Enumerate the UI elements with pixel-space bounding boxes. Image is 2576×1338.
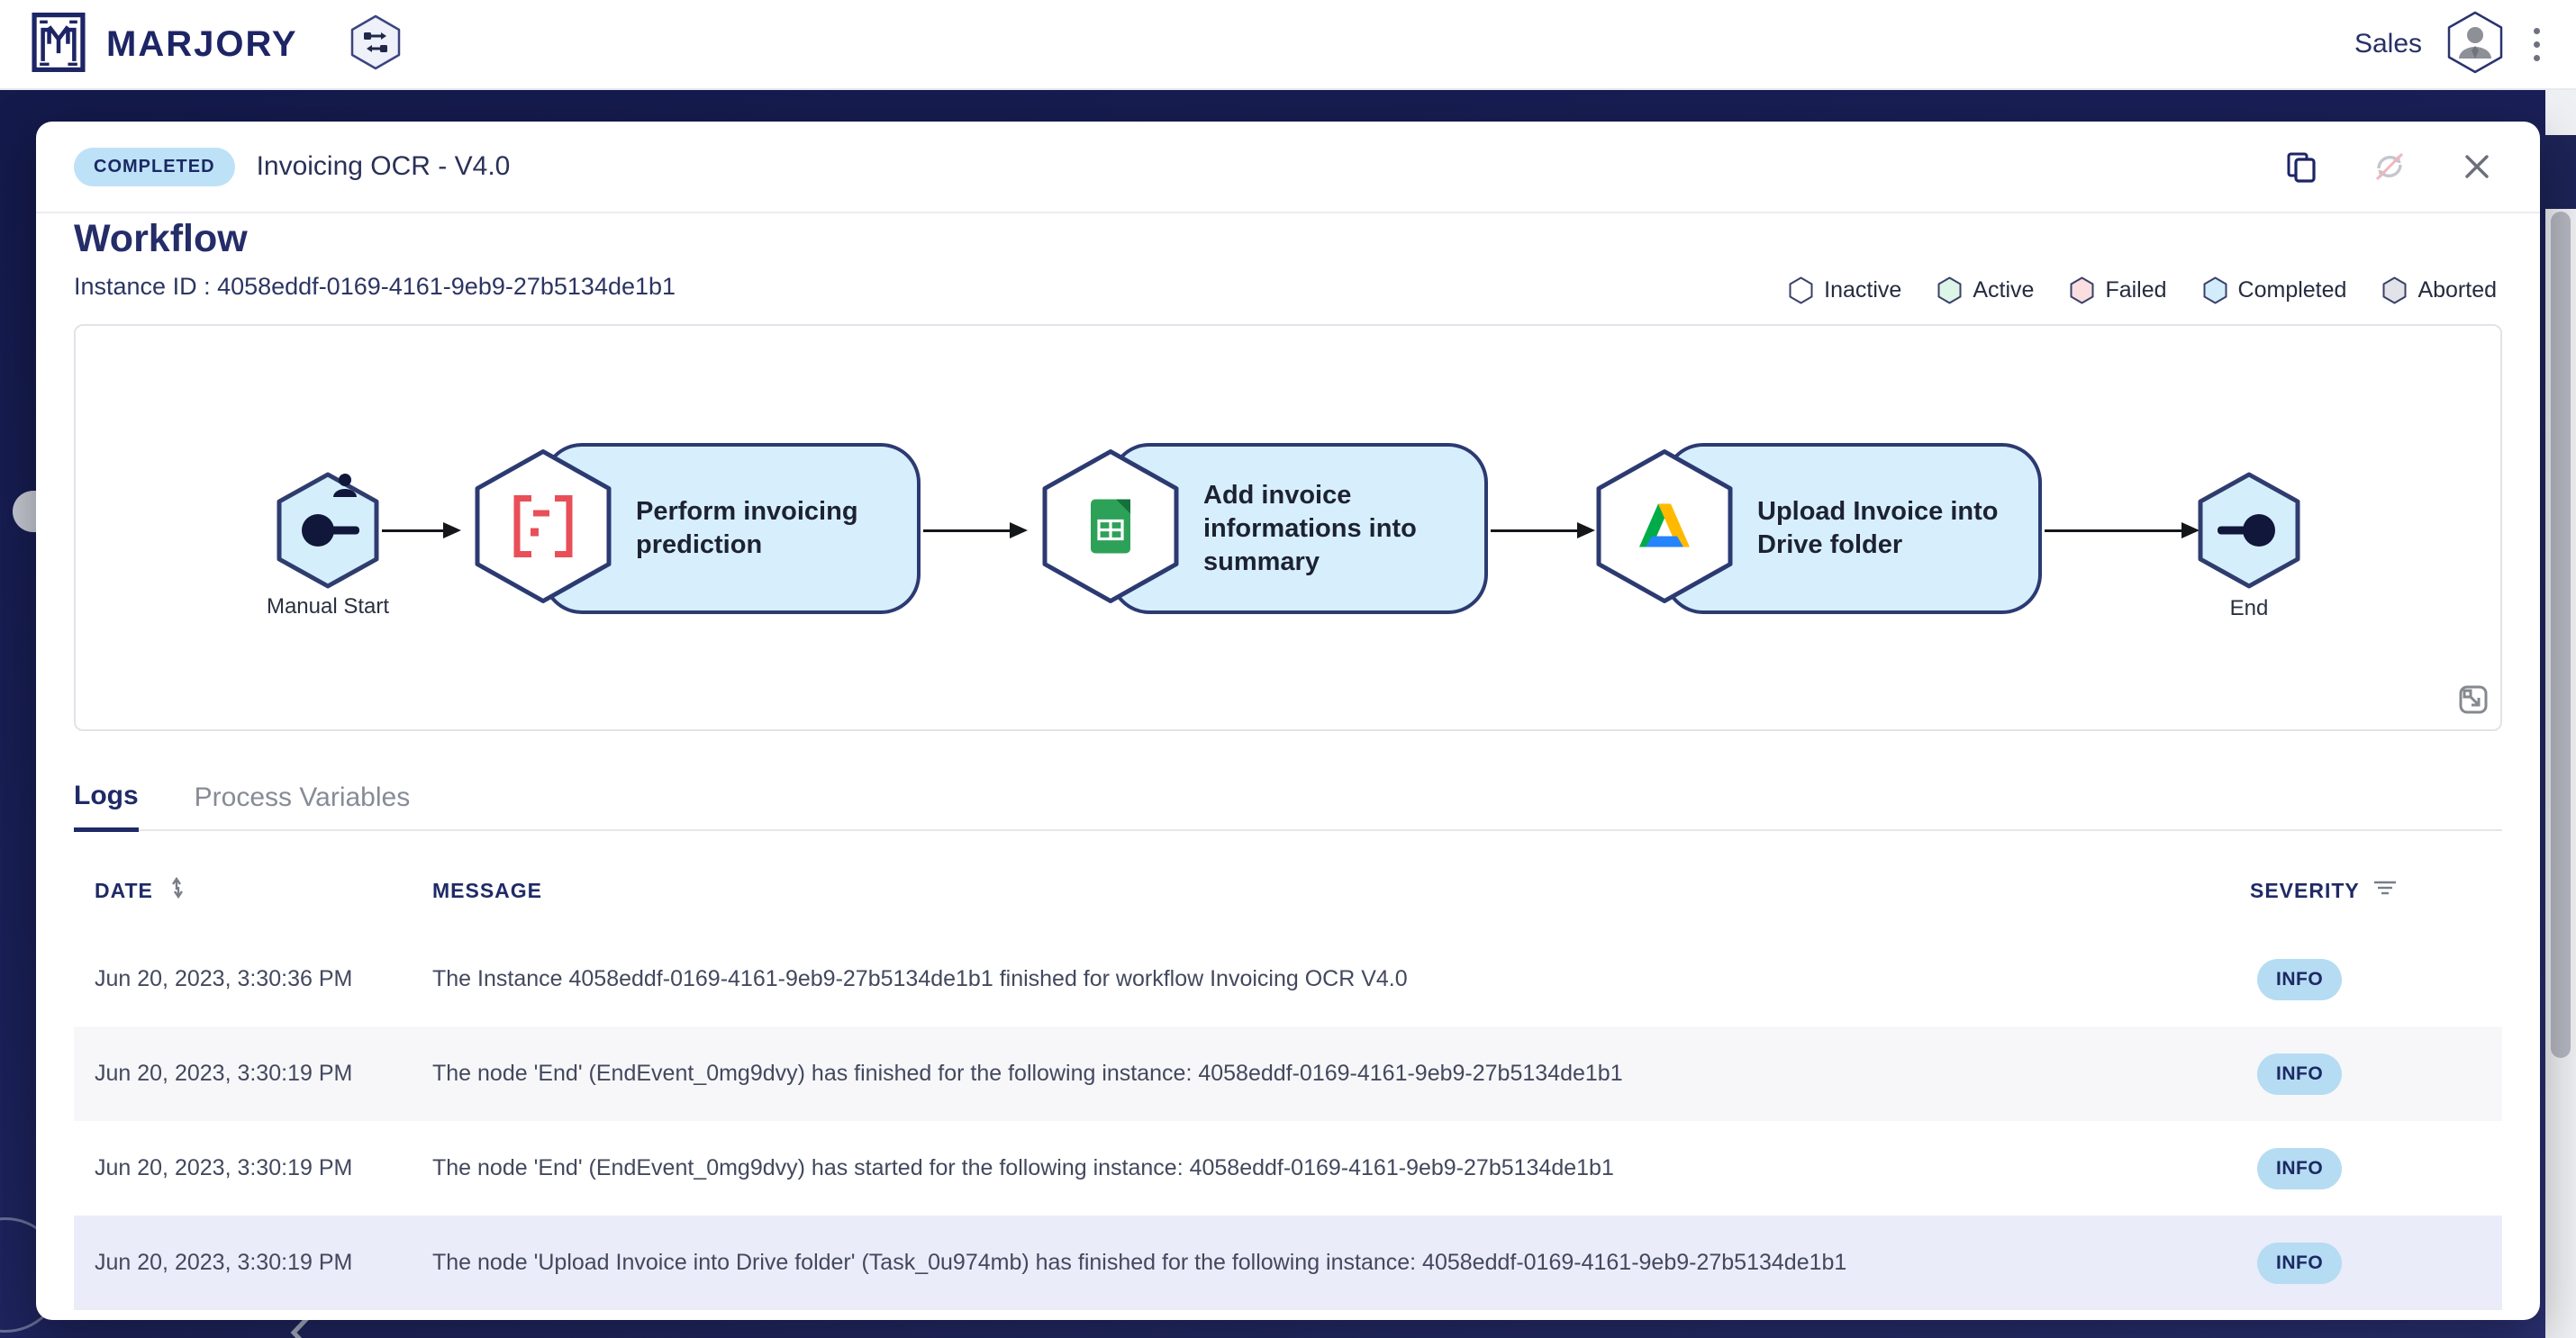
end-node[interactable] [2198, 472, 2300, 593]
hexagon-swatch-icon [1937, 276, 1962, 304]
google-drive-icon [1596, 449, 1733, 609]
severity-badge: INFO [2257, 1242, 2343, 1284]
end-node-label: End [2229, 596, 2269, 620]
top-navigation-bar: MARJORY Sales [0, 0, 2576, 90]
detail-tabs: Logs Process Variables [74, 768, 2502, 832]
legend-item-completed: Completed [2203, 276, 2346, 304]
severity-badge: INFO [2257, 958, 2343, 1000]
brand-name: MARJORY [106, 23, 298, 64]
column-header-severity[interactable]: SEVERITY [2250, 878, 2360, 902]
log-message: The node 'End' (EndEvent_0mg9dvy) has fi… [432, 1061, 1623, 1086]
severity-badge: INFO [2257, 1053, 2343, 1095]
close-icon[interactable] [2461, 150, 2493, 183]
hexagon-swatch-icon [2070, 276, 2094, 304]
task-label: Upload Invoice into Drive folder [1757, 497, 1999, 559]
person-icon [333, 474, 357, 497]
workflow-diagram-canvas[interactable]: Manual Start Perform invoicing predictio… [74, 324, 2502, 731]
log-row[interactable]: Jun 20, 2023, 3:30:19 PM The node 'Uploa… [74, 1216, 2502, 1310]
page-scrollbar[interactable] [2545, 90, 2576, 1338]
scrollbar-thumb[interactable] [2551, 212, 2571, 1058]
task-node-add-invoice-informations[interactable]: Add invoice informations into summary [1042, 443, 1488, 614]
log-date: Jun 20, 2023, 3:30:19 PM [95, 1155, 353, 1180]
google-sheets-icon [1042, 449, 1179, 609]
section-title: Workflow [74, 217, 248, 260]
sort-icon[interactable] [166, 876, 189, 905]
log-row[interactable]: Jun 20, 2023, 3:30:36 PM The Instance 40… [74, 932, 2502, 1026]
workflows-nav-badge[interactable] [350, 14, 401, 75]
tab-process-variables[interactable]: Process Variables [194, 782, 411, 812]
modal-header: COMPLETED Invoicing OCR - V4.0 [36, 122, 2540, 213]
brand[interactable]: MARJORY [31, 12, 298, 77]
column-header-date[interactable]: DATE [95, 878, 153, 902]
sync-disabled-icon [2371, 148, 2408, 185]
workflow-instance-modal: COMPLETED Invoicing OCR - V4.0 [36, 122, 2540, 1320]
fit-view-icon[interactable] [2457, 683, 2490, 720]
log-row[interactable]: Jun 20, 2023, 3:30:19 PM The node 'End' … [74, 1121, 2502, 1216]
log-row[interactable]: Jun 20, 2023, 3:30:19 PM The node 'End' … [74, 1026, 2502, 1121]
legend-item-active: Active [1937, 276, 2034, 304]
table-header-row: DATE MESSAGE SEVERITY [74, 849, 2502, 932]
hexagon-swatch-icon [1789, 276, 1813, 304]
instance-id: Instance ID : 4058eddf-0169-4161-9eb9-27… [74, 273, 676, 300]
flow-arrow [382, 522, 461, 538]
filter-icon[interactable] [2372, 878, 2398, 903]
more-options-menu-icon[interactable] [2528, 23, 2545, 67]
hexagon-swatch-icon [2203, 276, 2227, 304]
log-date: Jun 20, 2023, 3:30:19 PM [95, 1250, 353, 1275]
task-node-perform-invoicing-prediction[interactable]: Perform invoicing prediction [475, 443, 921, 614]
task-label: Perform invoicing prediction [636, 497, 858, 559]
legend-item-failed: Failed [2070, 276, 2167, 304]
end-event-icon [2218, 514, 2275, 547]
flow-arrow [923, 522, 1028, 538]
task-label: Add invoice informations into summary [1203, 480, 1417, 576]
workspace-name[interactable]: Sales [2354, 29, 2422, 59]
start-node-label: Manual Start [266, 594, 390, 619]
legend-item-aborted: Aborted [2382, 276, 2497, 304]
ocr-service-icon [475, 449, 612, 609]
log-date: Jun 20, 2023, 3:30:36 PM [95, 966, 353, 991]
copy-icon[interactable] [2284, 149, 2318, 184]
flow-arrow [1491, 522, 1595, 538]
column-header-message[interactable]: MESSAGE [432, 878, 543, 902]
tab-logs[interactable]: Logs [74, 781, 139, 832]
log-date: Jun 20, 2023, 3:30:19 PM [95, 1061, 353, 1086]
log-message: The node 'End' (EndEvent_0mg9dvy) has st… [432, 1155, 1614, 1180]
log-message: The node 'Upload Invoice into Drive fold… [432, 1250, 1847, 1275]
manual-start-node[interactable] [277, 472, 379, 593]
log-message: The Instance 4058eddf-0169-4161-9eb9-27b… [432, 966, 1408, 991]
workflow-title: Invoicing OCR - V4.0 [256, 151, 511, 181]
severity-badge: INFO [2257, 1147, 2343, 1189]
user-avatar[interactable] [2445, 10, 2505, 79]
status-legend: Inactive Active Failed Completed Aborted [1789, 276, 2497, 304]
task-node-upload-invoice-drive[interactable]: Upload Invoice into Drive folder [1596, 443, 2042, 614]
flow-arrow [2045, 522, 2200, 538]
marjory-logo-icon [31, 12, 86, 77]
person-icon [2459, 26, 2491, 59]
workflow-icon [363, 32, 387, 52]
status-badge: COMPLETED [74, 147, 235, 186]
hexagon-swatch-icon [2382, 276, 2407, 304]
logs-table: DATE MESSAGE SEVERITY [74, 849, 2502, 1310]
legend-item-inactive: Inactive [1789, 276, 1901, 304]
manual-start-icon [302, 514, 359, 547]
chevron-left-icon[interactable] [286, 1311, 322, 1338]
